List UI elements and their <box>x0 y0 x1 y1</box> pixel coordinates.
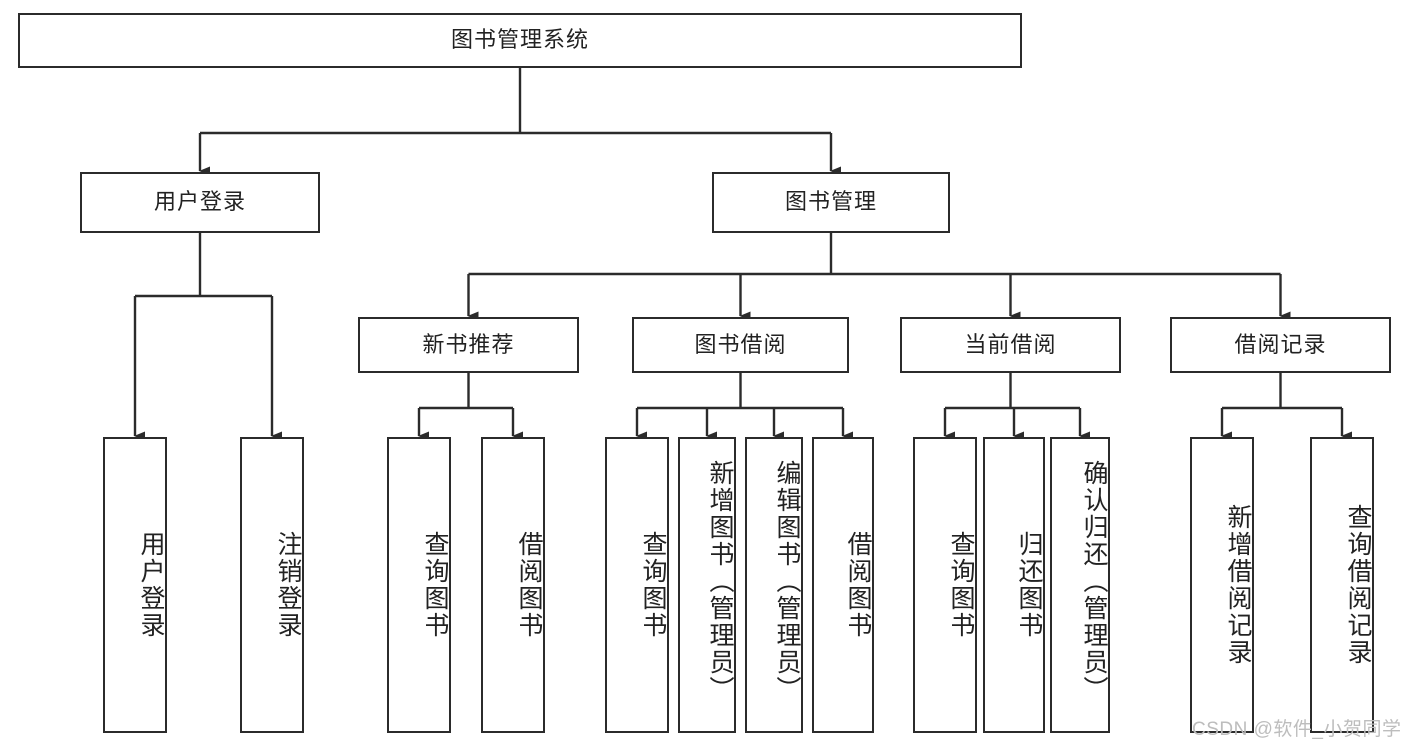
node-borrow-record[interactable]: 借阅记录 <box>1170 317 1391 373</box>
node-new-book-rec[interactable]: 新书推荐 <box>358 317 579 373</box>
node-leaf-edit-book[interactable]: 编辑图书（管理员） <box>745 437 803 733</box>
node-leaf-user-login[interactable]: 用户登录 <box>103 437 167 733</box>
node-leaf-borrow-2[interactable]: 借阅图书 <box>812 437 874 733</box>
node-leaf-logout[interactable]: 注销登录 <box>240 437 304 733</box>
node-leaf-query-3[interactable]: 查询图书 <box>913 437 977 733</box>
node-leaf-query-rec[interactable]: 查询借阅记录 <box>1310 437 1374 733</box>
node-leaf-add-record[interactable]: 新增借阅记录 <box>1190 437 1254 733</box>
node-root[interactable]: 图书管理系统 <box>18 13 1022 68</box>
node-leaf-borrow-1[interactable]: 借阅图书 <box>481 437 545 733</box>
node-leaf-return[interactable]: 归还图书 <box>983 437 1045 733</box>
watermark-label: CSDN @软件_小贺同学 <box>1192 719 1402 740</box>
node-leaf-query-2[interactable]: 查询图书 <box>605 437 669 733</box>
node-book-borrow[interactable]: 图书借阅 <box>632 317 849 373</box>
node-user-login[interactable]: 用户登录 <box>80 172 320 233</box>
node-leaf-query-1[interactable]: 查询图书 <box>387 437 451 733</box>
node-book-manage[interactable]: 图书管理 <box>712 172 950 233</box>
node-leaf-add-book[interactable]: 新增图书（管理员） <box>678 437 736 733</box>
node-current-borrow[interactable]: 当前借阅 <box>900 317 1121 373</box>
node-leaf-confirm[interactable]: 确认归还（管理员） <box>1050 437 1110 733</box>
